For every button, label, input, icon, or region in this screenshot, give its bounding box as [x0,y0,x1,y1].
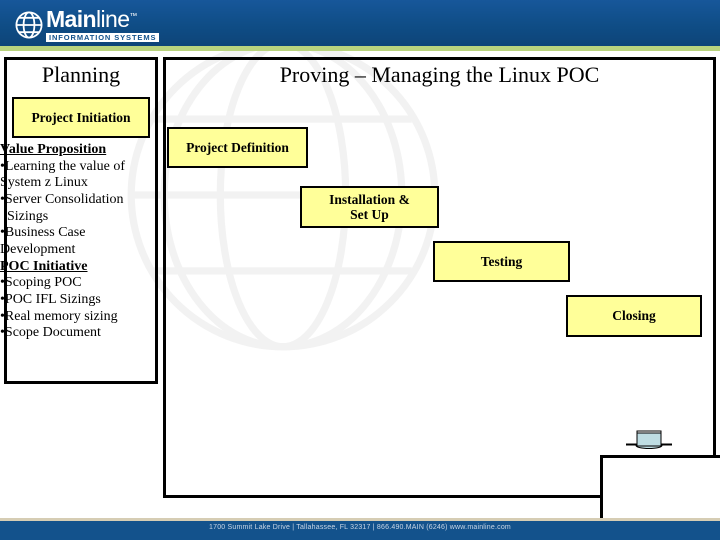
box-testing[interactable]: Testing [433,241,570,282]
bullet-poc-ifl-sizings: •POC IFL Sizings [0,291,101,307]
globe-icon [15,11,43,39]
bullet-learning-value: •Learning the value of [0,158,126,174]
footer-contact-text: 1700 Summit Lake Drive | Tallahassee, FL… [209,524,511,531]
logo-wordmark: Mainline™ [46,5,159,32]
box-project-initiation[interactable]: Project Initiation [12,97,150,138]
box-installation-setup[interactable]: Installation & Set Up [300,186,439,228]
header-band [0,0,720,46]
logo-word-light: line [96,5,130,32]
empty-callout-box [600,455,720,521]
planning-panel-title: Planning [41,62,121,87]
section-title-value-proposition: Value Proposition [0,142,107,157]
logo-text: Mainline™ INFORMATION SYSTEMS [46,5,160,43]
footer-band [0,521,720,540]
header-accent-rule [0,46,720,51]
planning-panel [4,57,158,384]
box-closing[interactable]: Closing [566,295,702,337]
section-title-poc-initiative: POC Initiative [0,258,88,274]
logo-word-bold: Main [46,5,97,32]
bullet-development: Development [0,241,76,257]
mainline-logo: Mainline™ INFORMATION SYSTEMS [14,5,160,43]
proving-panel [163,57,716,498]
bullet-business-case: •Business Case [0,225,86,241]
bullet-system-z-linux: System z Linux [0,175,88,191]
box-project-definition[interactable]: Project Definition [167,127,308,168]
bullet-server-consolidation: •Server Consolidation [0,191,124,207]
bullet-scope-document: •Scope Document [0,325,101,341]
bullet-scoping-poc: •Scoping POC [0,275,82,291]
cylinder-clipart [626,430,672,449]
bullet-sizings: Sizings [0,208,49,224]
proving-panel-title: Proving – Managing the Linux POC [279,62,600,87]
planning-details: Value Proposition •Learning the value of… [0,142,158,342]
footer-accent-rule [0,518,720,521]
bullet-real-memory-sizing: •Real memory sizing [0,308,118,324]
logo-subtitle: INFORMATION SYSTEMS [46,32,160,43]
logo-trademark: ™ [129,11,137,21]
